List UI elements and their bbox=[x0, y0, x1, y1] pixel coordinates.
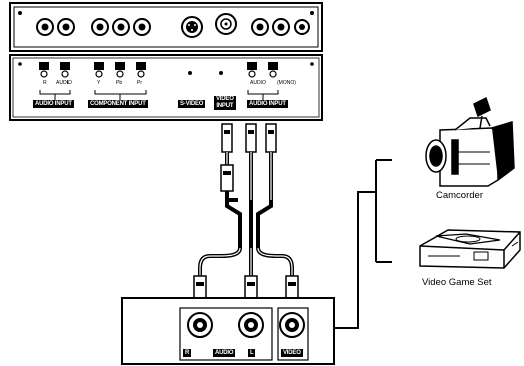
source-connector-lines bbox=[334, 159, 392, 329]
rear-jack-audio-label: AUDIO bbox=[56, 80, 72, 86]
rear-jack-mono-label: (MONO) bbox=[277, 80, 296, 86]
top-jack-4 bbox=[112, 18, 130, 36]
top-jack-1 bbox=[36, 18, 54, 36]
rear-jack-audio2-label: AUDIO bbox=[250, 80, 266, 86]
top-svideo-jack bbox=[181, 16, 203, 38]
source-jack-l bbox=[238, 312, 264, 338]
camcorder-label: Camcorder bbox=[436, 190, 483, 201]
top-jack-7 bbox=[272, 18, 290, 36]
audio-input-tag: AUDIO INPUT bbox=[33, 100, 74, 108]
av-cable-bundle bbox=[193, 123, 299, 299]
svideo-tag: S-VIDEO bbox=[178, 100, 206, 108]
source-jack-video bbox=[279, 312, 305, 338]
source-jack-r bbox=[187, 312, 213, 338]
tv-rear-panel bbox=[9, 54, 323, 121]
source-audio-tag: AUDIO bbox=[213, 349, 236, 357]
top-jack-8 bbox=[294, 19, 310, 35]
component-input-tag: COMPONENT INPUT bbox=[88, 100, 148, 108]
source-video-tag: VIDEO bbox=[281, 349, 303, 357]
tv-top-panel bbox=[9, 2, 323, 52]
top-jack-6 bbox=[251, 18, 269, 36]
source-l-tag: L bbox=[248, 349, 256, 357]
source-r-tag: R bbox=[183, 349, 192, 357]
rear-jack-pr-label: Pr bbox=[137, 80, 142, 86]
camcorder-icon bbox=[425, 96, 515, 187]
top-jack-5 bbox=[133, 18, 151, 36]
top-rf-jack bbox=[215, 13, 237, 35]
rear-jack-r-label: R bbox=[43, 80, 47, 86]
video-input-tag-line1: VIDEO bbox=[216, 96, 234, 102]
video-input-tag-line2: INPUT bbox=[216, 103, 234, 109]
top-jack-3 bbox=[91, 18, 109, 36]
game-console-icon bbox=[419, 229, 521, 269]
rear-jack-y-label: Y bbox=[97, 80, 101, 86]
rear-jack-pb-label: Pb bbox=[116, 80, 123, 86]
top-jack-2 bbox=[57, 18, 75, 36]
game-label: Video Game Set bbox=[422, 277, 492, 288]
rear-jack-l-label: L bbox=[67, 80, 70, 86]
audio-input2-tag: AUDIO INPUT bbox=[247, 100, 288, 108]
